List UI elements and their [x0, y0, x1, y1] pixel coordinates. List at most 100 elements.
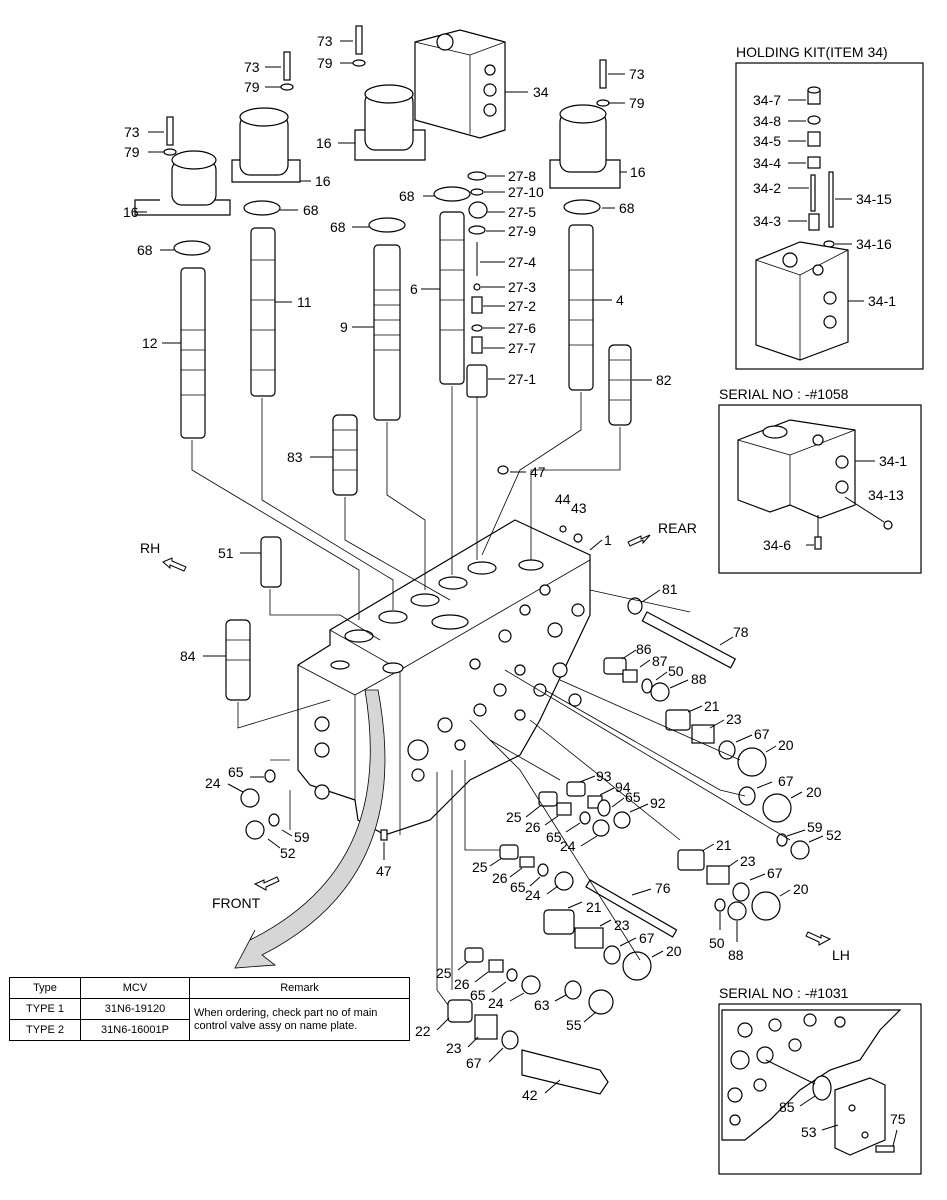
label-79-d: 79 [629, 95, 645, 111]
label-73-b: 73 [244, 59, 260, 75]
label-25-b: 25 [472, 859, 488, 875]
direction-front: FRONT [212, 876, 280, 911]
label-73-c: 73 [317, 33, 333, 49]
label-59-a: 59 [294, 829, 310, 845]
label-27-8: 27-8 [508, 168, 536, 184]
holding-valve-34-and-spool-6: 34 68 6 27-8 27-10 27-5 27-9 27-4 27-3 [399, 29, 549, 398]
label-27-7: 27-7 [508, 340, 536, 356]
holding-kit-title: HOLDING KIT(ITEM 34) [736, 44, 888, 60]
label-88-b: 88 [728, 947, 744, 963]
label-16-c: 16 [316, 135, 332, 151]
header-mcv: MCV [80, 977, 190, 999]
label-34: 34 [533, 84, 549, 100]
label-34-1-serial: 34-1 [879, 453, 907, 469]
label-63: 63 [534, 997, 550, 1013]
label-34-13: 34-13 [868, 487, 904, 503]
label-59-b: 59 [807, 819, 823, 835]
label-20-d: 20 [793, 881, 809, 897]
header-type: Type [9, 977, 81, 999]
label-23-b: 23 [614, 917, 630, 933]
serial-1031-title: SERIAL NO : -#1031 [719, 985, 849, 1001]
label-20-a: 20 [778, 737, 794, 753]
label-27-1: 27-1 [508, 371, 536, 387]
spool-assembly-9: 73 79 16 68 9 [316, 25, 426, 421]
label-55: 55 [566, 1017, 582, 1033]
label-76: 76 [655, 880, 671, 896]
label-67-a: 67 [754, 726, 770, 742]
label-47-b: 47 [376, 863, 392, 879]
label-16-b: 16 [315, 173, 331, 189]
label-34-3: 34-3 [753, 213, 781, 229]
label-24-c: 24 [525, 887, 541, 903]
label-27-9: 27-9 [508, 223, 536, 239]
label-88-a: 88 [691, 671, 707, 687]
label-42: 42 [522, 1087, 538, 1103]
label-23-a: 23 [726, 711, 742, 727]
label-50-b: 50 [709, 935, 725, 951]
label-67-d: 67 [767, 865, 783, 881]
table-row: TYPE 2 31N6-16001P [9, 1019, 410, 1041]
label-27-3: 27-3 [508, 279, 536, 295]
label-92: 92 [650, 795, 666, 811]
label-27-10: 27-10 [508, 184, 544, 200]
label-65-e: 65 [470, 987, 486, 1003]
label-93: 93 [596, 768, 612, 784]
label-44: 44 [555, 491, 571, 507]
direction-front-label: FRONT [212, 895, 261, 911]
label-20-b: 20 [806, 784, 822, 800]
label-73-a: 73 [124, 124, 140, 140]
direction-rh-label: RH [140, 540, 160, 556]
label-67-e: 67 [466, 1055, 482, 1071]
label-6: 6 [410, 281, 418, 297]
label-34-5: 34-5 [753, 133, 781, 149]
left-side-parts: 51 84 24 65 59 52 47 [180, 536, 392, 879]
label-34-4: 34-4 [753, 155, 781, 171]
assembly-leader-lines [191, 386, 791, 1006]
label-68-b: 68 [303, 202, 319, 218]
label-24-d: 24 [488, 995, 504, 1011]
label-43: 43 [571, 500, 587, 516]
label-20-c: 20 [666, 943, 682, 959]
serial-1031-inset: SERIAL NO : -#1031 85 53 75 [718, 985, 922, 1175]
label-86: 86 [636, 641, 652, 657]
serial-1058-title: SERIAL NO : -#1058 [719, 386, 849, 402]
label-79-b: 79 [244, 79, 260, 95]
label-1: 1 [604, 532, 612, 548]
serial-1058-inset: SERIAL NO : -#1058 34-1 34-13 34-6 [718, 386, 922, 574]
label-34-7: 34-7 [753, 92, 781, 108]
label-34-1-kit: 34-1 [868, 293, 896, 309]
label-25-a: 25 [506, 809, 522, 825]
row-type: TYPE 2 [9, 1019, 81, 1041]
label-34-2: 34-2 [753, 180, 781, 196]
type-table-header-row: Type MCV Remark [9, 977, 410, 999]
direction-rear: REAR [627, 520, 697, 547]
label-16-d: 16 [630, 164, 646, 180]
label-52-b: 52 [826, 827, 842, 843]
label-65-a: 65 [228, 764, 244, 780]
label-23-d: 23 [446, 1040, 462, 1056]
main-valve-body [297, 519, 591, 836]
label-52-a: 52 [280, 845, 296, 861]
label-78: 78 [733, 624, 749, 640]
label-53: 53 [801, 1124, 817, 1140]
label-47-a: 47 [530, 464, 546, 480]
label-68-d: 68 [399, 188, 415, 204]
label-26-a: 26 [525, 819, 541, 835]
label-9: 9 [340, 319, 348, 335]
label-75: 75 [890, 1111, 906, 1127]
label-16-a: 16 [123, 204, 139, 220]
label-67-b: 67 [778, 773, 794, 789]
row-mcv: 31N6-16001P [80, 1019, 190, 1041]
label-12: 12 [142, 335, 158, 351]
label-27-2: 27-2 [508, 298, 536, 314]
row-type: TYPE 1 [9, 998, 81, 1020]
label-68-c: 68 [330, 219, 346, 235]
label-21-c: 21 [716, 837, 732, 853]
label-26-b: 26 [492, 870, 508, 886]
label-22: 22 [415, 1023, 431, 1039]
type-table: Type MCV Remark TYPE 1 31N6-19120 When o… [9, 977, 410, 1041]
header-remark: Remark [189, 977, 410, 999]
label-24-a: 24 [205, 775, 221, 791]
direction-lh-label: LH [832, 947, 850, 963]
